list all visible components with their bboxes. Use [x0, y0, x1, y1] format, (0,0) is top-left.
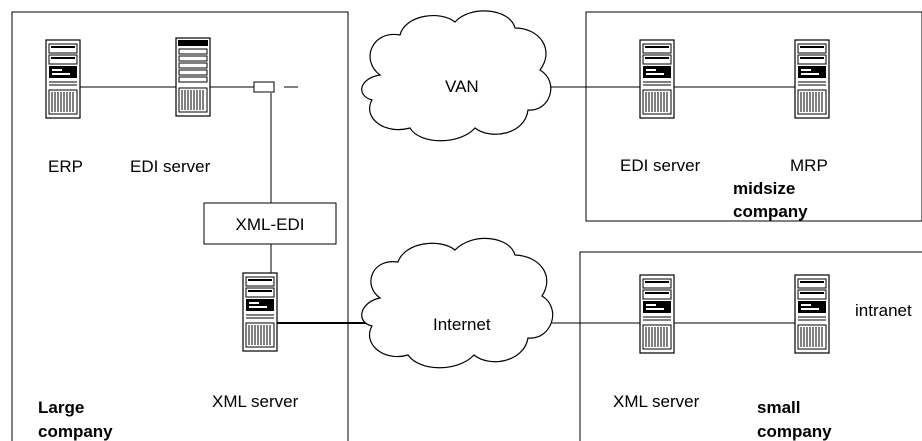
small-xml-server-label: XML server [613, 392, 700, 411]
midsize-company-label-line1: midsize [733, 179, 795, 198]
erp-label: ERP [48, 157, 83, 176]
internet-cloud [361, 237, 554, 369]
connector-box [253, 81, 275, 93]
connection-lines [80, 86, 795, 324]
midsize-edi-server-icon [639, 39, 675, 119]
xml-edi-label: XML-EDI [236, 215, 305, 234]
van-cloud [361, 10, 552, 142]
erp-server-icon [45, 39, 81, 119]
mrp-server-icon [794, 39, 830, 119]
small-company-frame [579, 251, 922, 441]
van-label: VAN [445, 77, 479, 96]
internet-label: Internet [433, 315, 491, 334]
small-xml-server-icon [639, 274, 675, 354]
xml-edi-box [203, 202, 337, 245]
midsize-company-label-line2: company [733, 202, 808, 221]
large-company-frame [11, 11, 349, 441]
edi-server-label: EDI server [130, 157, 211, 176]
xml-server-icon [242, 272, 278, 352]
large-company-label-line1: Large [38, 398, 84, 417]
xml-server-label: XML server [212, 392, 299, 411]
intranet-label: intranet [855, 301, 912, 320]
midsize-company-frame [585, 11, 922, 222]
intranet-server-icon [794, 274, 830, 354]
mrp-label: MRP [790, 156, 828, 175]
large-company-label-line2: company [38, 422, 113, 441]
small-company-label-line2: company [757, 422, 832, 441]
midsize-edi-server-label: EDI server [620, 156, 701, 175]
small-company-label-line1: small [757, 398, 800, 417]
edi-server-icon [175, 37, 211, 117]
